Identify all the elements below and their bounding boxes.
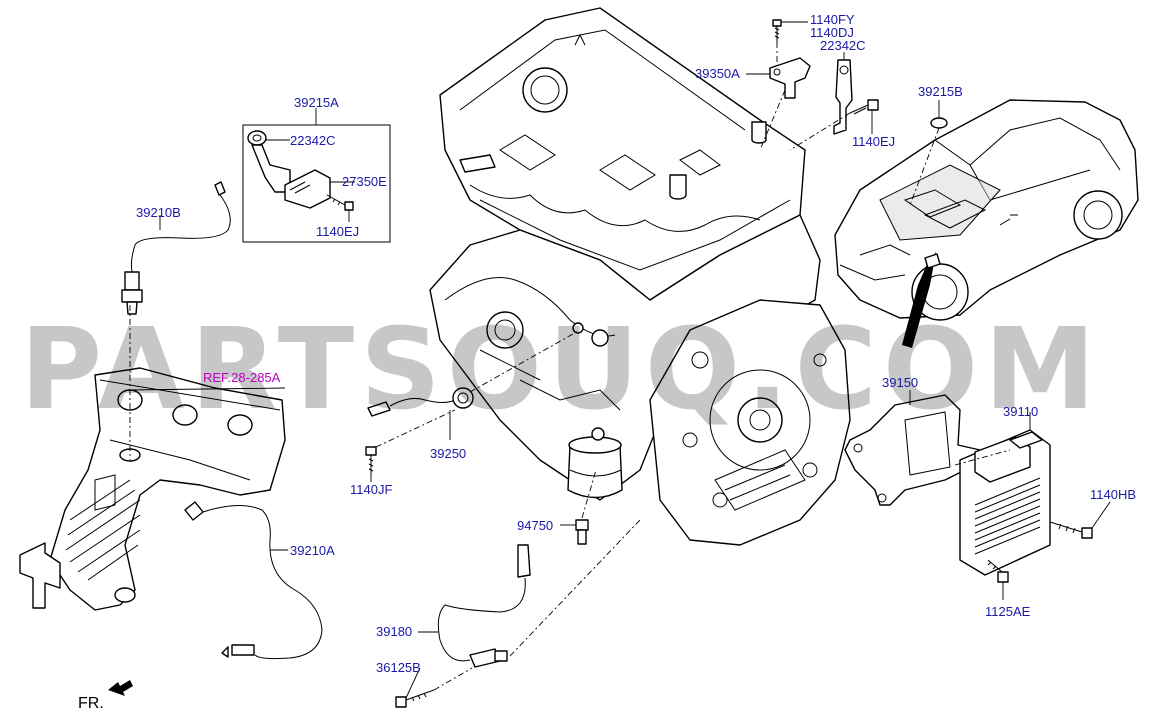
front-direction-indicator: FR. — [78, 680, 133, 712]
label-39215A: 39215A — [294, 95, 339, 110]
front-direction-arrow-icon — [108, 680, 133, 696]
reference-28-285A: REF.28-285A — [203, 370, 281, 385]
label-39210B: 39210B — [136, 205, 181, 220]
label-27350E: 27350E — [342, 174, 387, 189]
crankshaft-position-sensor — [395, 519, 641, 708]
label-36125B: 36125B — [376, 660, 421, 675]
label-1125AE: 1125AE — [985, 604, 1031, 619]
camshaft-position-sensor — [746, 19, 879, 151]
label-1140DJ: 1140DJ — [810, 25, 854, 40]
exhaust-manifold-catalytic-converter — [19, 305, 286, 611]
upper-oxygen-sensor — [121, 181, 231, 315]
label-94750: 94750 — [517, 518, 553, 533]
label-39110: 39110 — [1003, 404, 1038, 419]
label-39210A: 39210A — [290, 543, 335, 558]
label-22342C-top: 22342C — [820, 38, 866, 53]
oil-pressure-switch — [560, 469, 597, 545]
label-1140EJ-box: 1140EJ — [316, 224, 359, 239]
front-direction-label: FR. — [78, 695, 104, 712]
label-1140EJ-top: 1140EJ — [852, 134, 895, 149]
label-22342C-box: 22342C — [290, 133, 336, 148]
knock-sensor — [365, 329, 581, 482]
vehicle-location-illustration — [834, 99, 1139, 348]
part-number-labels: 1140FY 1140DJ 22342C 39350A 1140EJ 39215… — [136, 12, 1136, 675]
engine-assembly — [429, 7, 851, 546]
lower-oxygen-sensor — [184, 501, 323, 660]
ecu-assembly — [844, 390, 1111, 600]
label-39150: 39150 — [882, 375, 918, 390]
label-39350A: 39350A — [695, 66, 740, 81]
label-39250: 39250 — [430, 446, 466, 461]
label-1140HB: 1140HB — [1090, 487, 1136, 502]
label-39180: 39180 — [376, 624, 412, 639]
label-1140JF: 1140JF — [350, 482, 392, 497]
label-1140FY: 1140FY — [810, 12, 855, 27]
label-39215B: 39215B — [918, 84, 963, 99]
bracket-kit-box — [242, 108, 391, 243]
watermark: PARTSOUQ.COM — [20, 305, 1102, 435]
